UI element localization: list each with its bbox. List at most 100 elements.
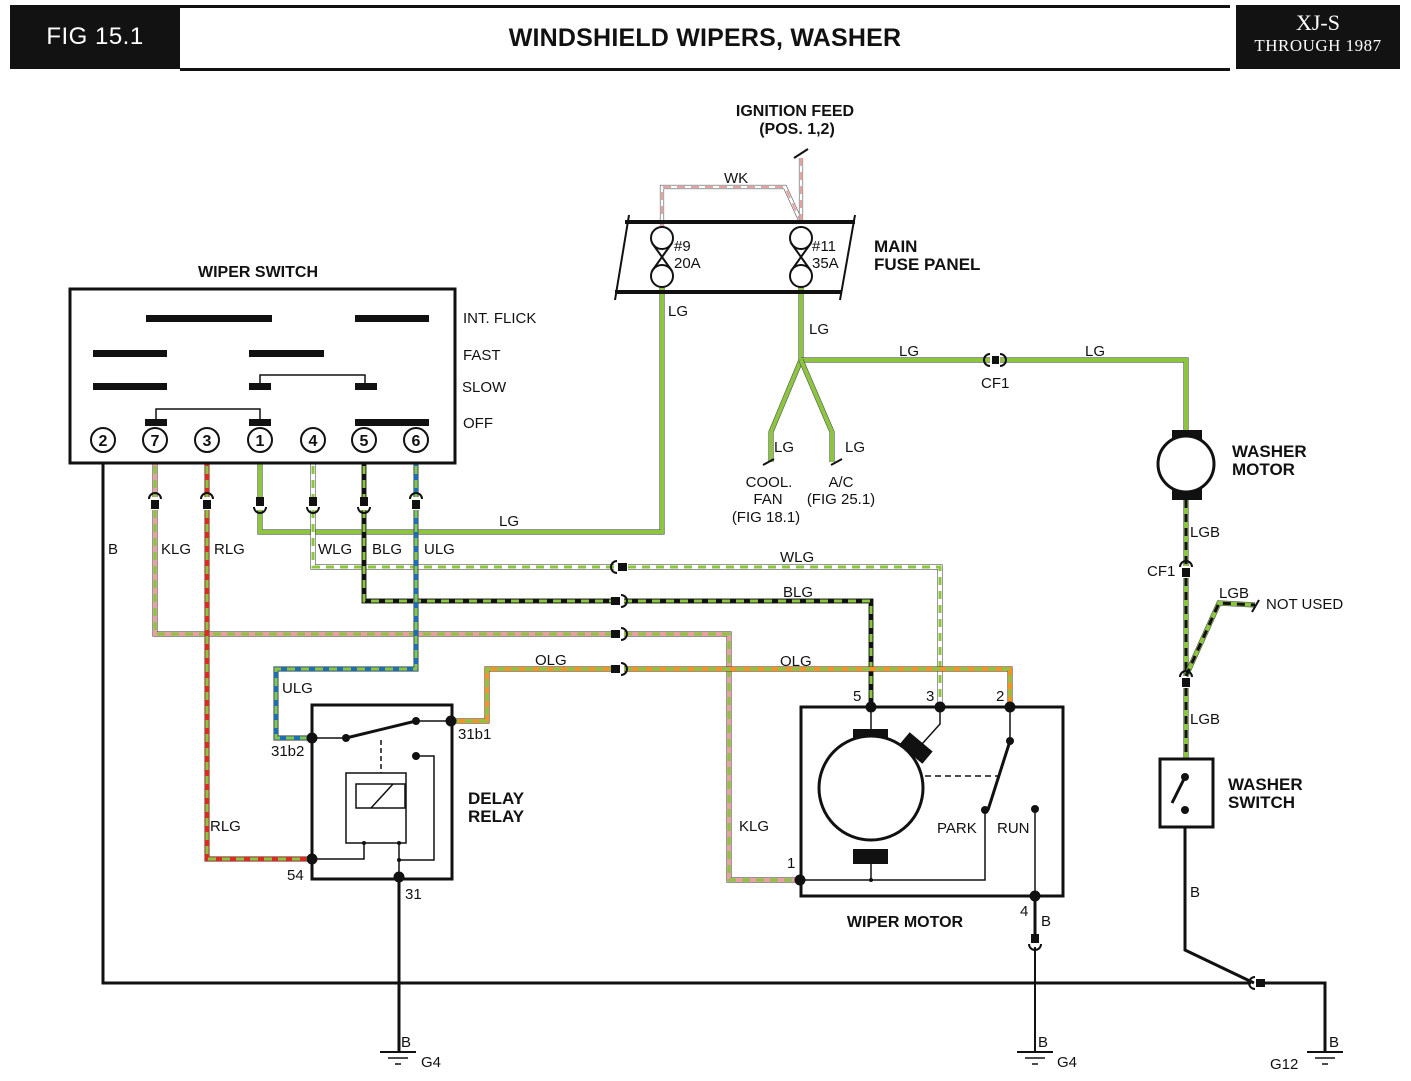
- wire-lgb-notused: [1184, 600, 1256, 677]
- washer-motor-subtitle: MOTOR: [1232, 460, 1295, 479]
- cool-fan-ref: (FIG 18.1): [732, 509, 800, 526]
- wire-b-g12: [1265, 981, 1327, 1052]
- connector-pin: [1031, 934, 1039, 943]
- wire-label-lg-right1: LG: [899, 343, 919, 360]
- connector-pin: [992, 356, 999, 364]
- connector-socket: [1248, 976, 1256, 990]
- wire-label-motor-ground: B: [1041, 913, 1051, 930]
- wire-blg-c-outline: [624, 598, 874, 707]
- wire-label-rlg: RLG: [214, 541, 245, 558]
- washer-motor-title: WASHER: [1232, 442, 1307, 461]
- not-used-label: NOT USED: [1266, 596, 1343, 613]
- connector-washer-lower: [1179, 670, 1193, 687]
- connector-socket: [1028, 943, 1042, 951]
- wiper-switch-title: WIPER SWITCH: [198, 264, 318, 281]
- switch-terminal-number: 5: [360, 433, 369, 450]
- connector-socket: [306, 506, 320, 514]
- cool-fan-label: COOL.: [746, 474, 793, 491]
- connector-socket: [983, 353, 991, 367]
- switch-terminal-number: 2: [99, 433, 108, 450]
- wire-label-ulg-2: ULG: [282, 680, 313, 697]
- ignition-title: IGNITION FEED: [736, 103, 854, 120]
- connector-cf1: [983, 353, 1007, 367]
- connector-socket: [1179, 670, 1193, 678]
- connector-cf1-washer: [1179, 560, 1193, 577]
- ground-wire-label: B: [1038, 1034, 1048, 1051]
- connector-socket: [148, 492, 162, 500]
- relay-terminal-54: 54: [287, 867, 304, 884]
- position-fast: FAST: [463, 347, 501, 364]
- ground-name: G4: [1057, 1054, 1077, 1071]
- fuse-panel-title: MAIN: [874, 237, 917, 256]
- wire-label-ulg: ULG: [424, 541, 455, 558]
- wire-blg-c-tracer: [624, 599, 873, 707]
- fuse-9-rating: 20A: [674, 255, 701, 272]
- wire-label-wlg-2: WLG: [780, 549, 814, 566]
- connector-wlg-2: [610, 560, 627, 574]
- wire-lg-fuse9: [258, 287, 664, 534]
- position-slow: SLOW: [462, 379, 507, 396]
- harness-labels: B KLG RLG LG WLG BLG ULG WLG BLG OLG OLG…: [108, 513, 814, 835]
- motor-terminal-3: 3: [926, 688, 934, 705]
- ignition-stub: [793, 148, 809, 159]
- run-label: RUN: [997, 820, 1030, 837]
- connector-socket: [253, 506, 267, 514]
- figure-title: WINDSHIELD WIPERS, WASHER: [180, 5, 1230, 71]
- wire-wlg-c-tracer: [628, 565, 942, 707]
- washer-switch-subtitle: SWITCH: [1228, 793, 1295, 812]
- position-int-flick: INT. FLICK: [463, 310, 536, 327]
- switch-terminal: [142, 427, 168, 453]
- wiper-motor-title: WIPER MOTOR: [847, 914, 964, 931]
- fuse-11-rating: 35A: [812, 255, 839, 272]
- wire-blg-c: [624, 599, 873, 707]
- connector-socket: [357, 506, 371, 514]
- wire-lg-washer: [1000, 358, 1188, 430]
- figure-header: FIG 15.1 WINDSHIELD WIPERS, WASHER XJ-S …: [10, 5, 1400, 71]
- connector-socket: [620, 662, 628, 676]
- motor-terminal-5: 5: [853, 688, 861, 705]
- connector-pin: [360, 497, 368, 506]
- connector-pin: [618, 563, 627, 571]
- wire-label-rlg-2: RLG: [210, 818, 241, 835]
- cool-fan-label-2: FAN: [753, 491, 782, 508]
- wire-olg-a-outline: [451, 666, 613, 724]
- fuse-11-number: #11: [812, 238, 836, 255]
- wire-klg-b: [153, 510, 613, 636]
- switch-terminal: [90, 427, 116, 453]
- connector-pin: [611, 665, 620, 673]
- connector-blg-2: [611, 594, 628, 608]
- wire-b-bus: [101, 452, 1251, 985]
- connector-pin: [412, 500, 420, 509]
- wire-wlg-b-tracer: [311, 510, 614, 569]
- ground-wire-label: B: [1329, 1034, 1339, 1051]
- wire-label-fuse9-lg: LG: [668, 303, 688, 320]
- connector-pin: [151, 500, 159, 509]
- ignition-feed: IGNITION FEED (POS. 1,2) WK: [724, 103, 854, 187]
- connector-socket: [409, 492, 423, 500]
- wire-b-washer: [1183, 810, 1255, 985]
- connector-socket: [1179, 560, 1193, 568]
- fuse-9-number: #9: [674, 238, 691, 255]
- connector-pin: [1182, 568, 1190, 577]
- delay-relay-title: DELAY: [468, 789, 525, 808]
- position-off: OFF: [463, 415, 493, 432]
- ground-name: G4: [421, 1054, 441, 1071]
- switch-terminal-number: 4: [309, 433, 318, 450]
- wiper-motor: PARK RUN WIPER MOTOR 5 3 2 1 4 B: [787, 688, 1065, 931]
- switch-terminal: [351, 427, 377, 453]
- ac-ref: (FIG 25.1): [807, 491, 875, 508]
- wire-label-olg: OLG: [535, 652, 567, 669]
- connector-pin: [203, 500, 211, 509]
- switch-terminal: [247, 427, 273, 453]
- connector-socket: [620, 627, 628, 641]
- connector-klg: [148, 492, 162, 509]
- relay-terminal-31b1: 31b1: [458, 726, 491, 743]
- washer-switch-title: WASHER: [1228, 775, 1303, 794]
- connector-ulg: [409, 492, 423, 509]
- wire-label-klg: KLG: [161, 541, 191, 558]
- connector-blg: [357, 497, 371, 514]
- ground-g12: B G12: [1270, 1034, 1343, 1073]
